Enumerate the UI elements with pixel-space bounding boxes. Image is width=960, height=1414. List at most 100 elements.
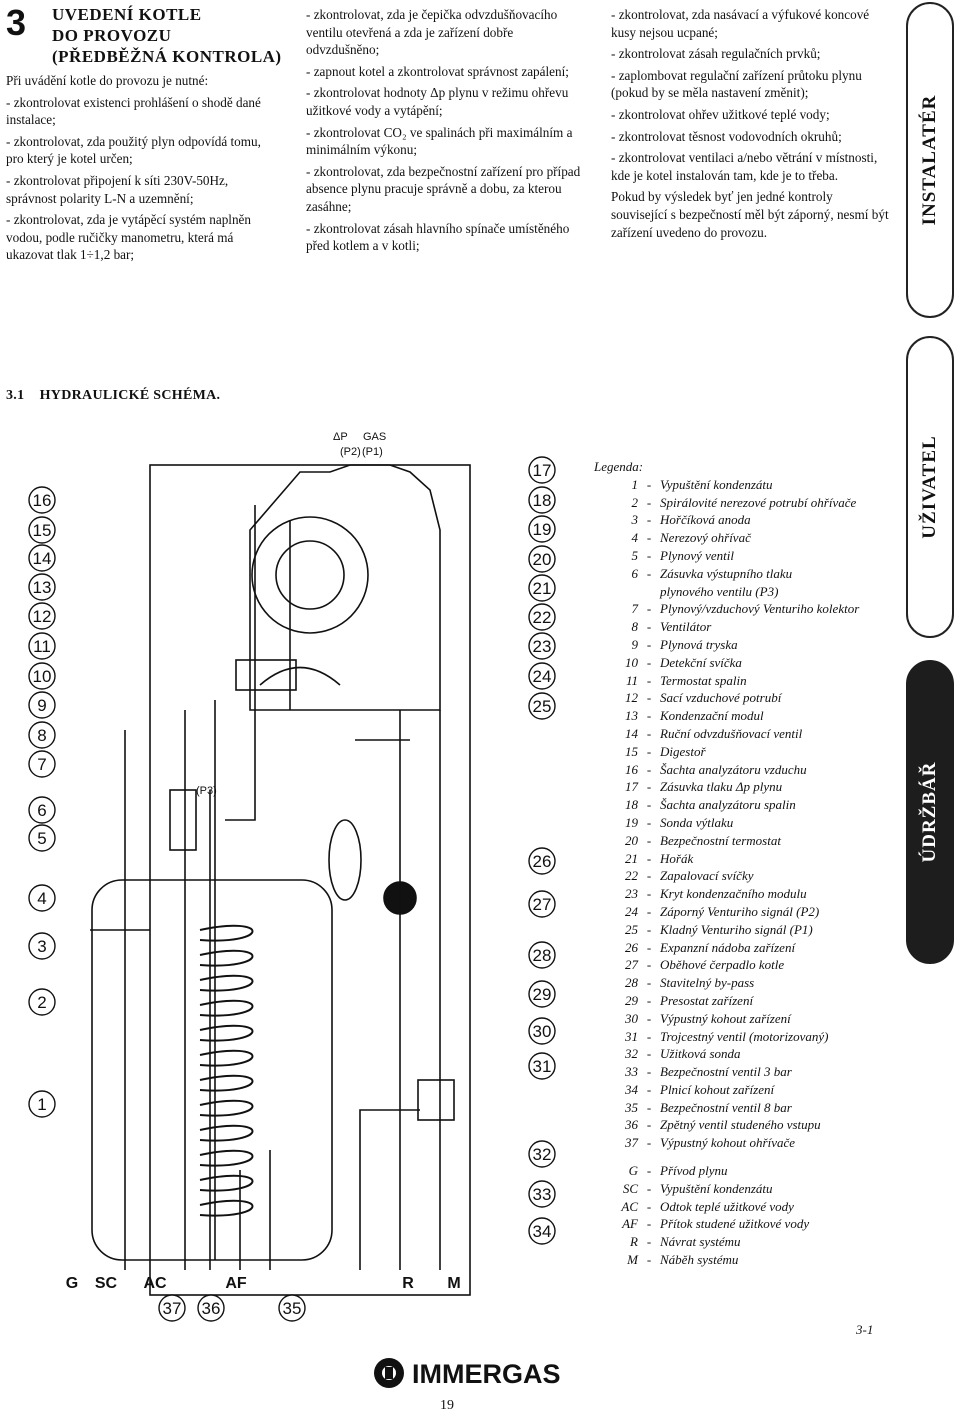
tab-maintainer[interactable]: ÚDRŽBÁŘ — [906, 660, 954, 964]
diagram-label-gas: GAS — [363, 431, 386, 443]
chapter-title-line: UVEDENÍ KOTLE — [52, 5, 202, 24]
legend-dash: - — [646, 814, 652, 830]
legend-code: AF-Přítok studené užitkové vody — [594, 1215, 894, 1233]
legend-key — [594, 583, 638, 601]
legend-item: 26-Expanzní nádoba zařízení — [594, 939, 894, 957]
legend-key: SC — [622, 1180, 638, 1196]
legend-item: 9-Plynová tryska — [594, 636, 894, 654]
paragraph: Pokud by výsledek byť jen jedné kontroly… — [611, 189, 889, 240]
legend-key: 5 — [631, 547, 639, 563]
legend-dash — [638, 583, 660, 601]
legend-text: Expanzní nádoba zařízení — [660, 939, 796, 955]
legend-text: Záporný Venturiho signál (P2) — [660, 903, 820, 919]
diagram-label-p1: (P1) — [362, 446, 383, 458]
paragraph: - zkontrolovat, zda je vytápěcí systém n… — [6, 212, 251, 263]
legend-dash: - — [646, 975, 652, 991]
callout-6: 6 — [28, 796, 56, 824]
legend-key: 28 — [625, 975, 638, 991]
legend-key: 12 — [625, 690, 638, 706]
legend-text: Sonda výtlaku — [660, 814, 734, 830]
legend-code: M-Náběh systému — [594, 1251, 894, 1269]
paragraph: - zkontrolovat CO₂ ve spalinách při maxi… — [306, 124, 573, 158]
callout-12: 12 — [28, 602, 56, 630]
svg-text:15: 15 — [33, 521, 52, 540]
tab-installer[interactable]: INSTALATÉR — [906, 2, 954, 318]
legend-key: 22 — [625, 868, 638, 884]
legend-item: 28-Stavitelný by-pass — [594, 974, 894, 992]
legend-title: Legenda: — [594, 459, 644, 474]
legend-item: 6-Zásuvka výstupního tlaku — [594, 565, 894, 583]
paragraph: - zkontrolovat ventilaci a/nebo větrání … — [611, 150, 878, 183]
svg-text:25: 25 — [533, 697, 552, 716]
legend-item: 35-Bezpečnostní ventil 8 bar — [594, 1099, 894, 1117]
legend-key: 32 — [625, 1046, 638, 1062]
legend-item: 13-Kondenzační modul — [594, 707, 894, 725]
text-column-3: - zkontrolovat, zda nasávací a výfukové … — [611, 6, 892, 245]
callout-15: 15 — [28, 516, 56, 544]
svg-text:28: 28 — [533, 946, 552, 965]
paragraph: - zkontrolovat zásah regulačních prvků; — [611, 46, 821, 62]
legend-item: 34-Plnicí kohout zařízení — [594, 1081, 894, 1099]
expansion-vessel — [328, 819, 362, 901]
svg-text:18: 18 — [533, 491, 552, 510]
legend-item: 30-Výpustný kohout zařízení — [594, 1010, 894, 1028]
legend-dash: - — [646, 779, 652, 795]
callout-18: 18 — [528, 486, 556, 514]
legend-dash: - — [646, 886, 652, 902]
legend-dash: - — [646, 565, 652, 581]
svg-text:29: 29 — [533, 985, 552, 1004]
legend-item: 10-Detekční svíčka — [594, 654, 894, 672]
legend-code: G-Přívod plynu — [594, 1162, 894, 1180]
callout-20: 20 — [528, 545, 556, 573]
legend-dash: - — [646, 672, 652, 688]
legend-key: 15 — [625, 743, 638, 759]
legend-text: Oběhové čerpadlo kotle — [660, 957, 785, 973]
connection-label-ac: AC — [143, 1275, 167, 1292]
legend-dash: - — [646, 1234, 652, 1250]
immergas-logo: IMMERGAS — [372, 1356, 592, 1395]
legend-text: Stavitelný by-pass — [660, 975, 755, 991]
svg-text:13: 13 — [33, 578, 52, 597]
chapter-number: 3 — [6, 2, 27, 43]
legend-key: 26 — [625, 939, 638, 955]
callout-33: 33 — [528, 1180, 556, 1208]
callout-13: 13 — [28, 573, 56, 601]
legend-text: Termostat spalin — [660, 672, 747, 688]
legend-dash: - — [646, 1046, 652, 1062]
legend-dash: - — [646, 850, 652, 866]
legend-key: 37 — [625, 1135, 638, 1151]
legend-key: 1 — [631, 476, 639, 492]
legend-item: 21-Hořák — [594, 850, 894, 868]
svg-text:24: 24 — [533, 667, 552, 686]
legend-text: Návrat systému — [660, 1234, 741, 1250]
callout-14: 14 — [28, 544, 56, 572]
callout-1: 1 — [28, 1090, 56, 1118]
svg-text:1: 1 — [37, 1095, 46, 1114]
fan-wheel — [275, 540, 345, 610]
tab-user[interactable]: UŽIVATEL — [906, 336, 954, 638]
callout-23: 23 — [528, 632, 556, 660]
svg-text:26: 26 — [533, 852, 552, 871]
svg-text:37: 37 — [163, 1299, 182, 1318]
legend-key: 11 — [625, 672, 638, 688]
legend-text: Přítok studené užitkové vody — [660, 1216, 810, 1232]
text-column-1: Při uvádění kotle do provozu je nutné: -… — [6, 72, 281, 268]
legend-item: 37-Výpustný kohout ohřívače — [594, 1134, 894, 1152]
legend-key: 3 — [631, 512, 639, 528]
svg-text:20: 20 — [533, 550, 552, 569]
callout-31: 31 — [528, 1052, 556, 1080]
legend-item: 27-Oběhové čerpadlo kotle — [594, 956, 894, 974]
callout-26: 26 — [528, 847, 556, 875]
callout-3: 3 — [28, 932, 56, 960]
legend-item: 25-Kladný Venturiho signál (P1) — [594, 921, 894, 939]
legend-dash: - — [646, 939, 652, 955]
legend-text: Plynová tryska — [660, 636, 738, 652]
legend-text: Vypuštění kondenzátu — [660, 476, 773, 492]
legend-text: plynového ventilu (P3) — [660, 583, 779, 599]
callout-5: 5 — [28, 824, 56, 852]
legend-item: 18-Šachta analyzátoru spalin — [594, 796, 894, 814]
legend-text: Zásuvka výstupního tlaku — [660, 565, 793, 581]
